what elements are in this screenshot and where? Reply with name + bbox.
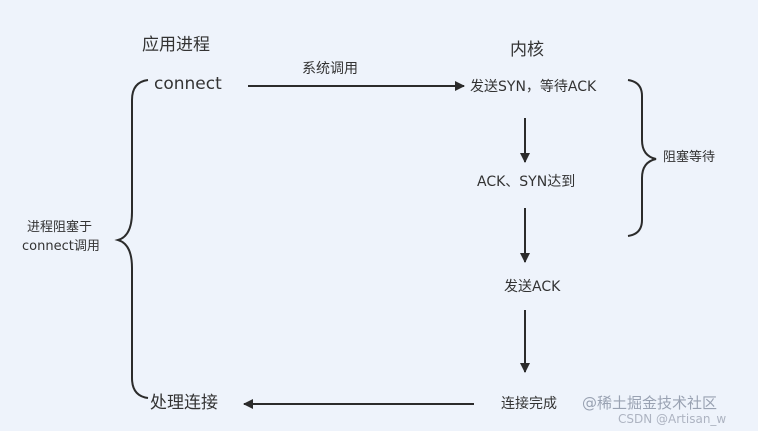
process-blocked-line2: connect调用	[22, 239, 100, 254]
blocking-wait-label: 阻塞等待	[663, 150, 716, 165]
app-column-title: 应用进程	[142, 35, 210, 55]
process-blocked-line1: 进程阻塞于	[27, 220, 93, 235]
connect-label: connect	[154, 74, 222, 94]
syscall-label: 系统调用	[302, 61, 358, 77]
kernel-column-title: 内核	[510, 40, 544, 60]
csdn-watermark: CSDN @Artisan_w	[618, 412, 727, 426]
right-brace	[627, 79, 657, 237]
juejin-watermark: @稀土掘金技术社区	[582, 394, 718, 412]
step-send-syn: 发送SYN，等待ACK	[470, 79, 597, 95]
step-send-ack: 发送ACK	[504, 279, 561, 295]
step-ack-syn-arrive: ACK、SYN达到	[477, 174, 576, 190]
left-brace	[114, 79, 149, 399]
step-connected: 连接完成	[501, 396, 557, 412]
process-connection-label: 处理连接	[150, 393, 218, 413]
